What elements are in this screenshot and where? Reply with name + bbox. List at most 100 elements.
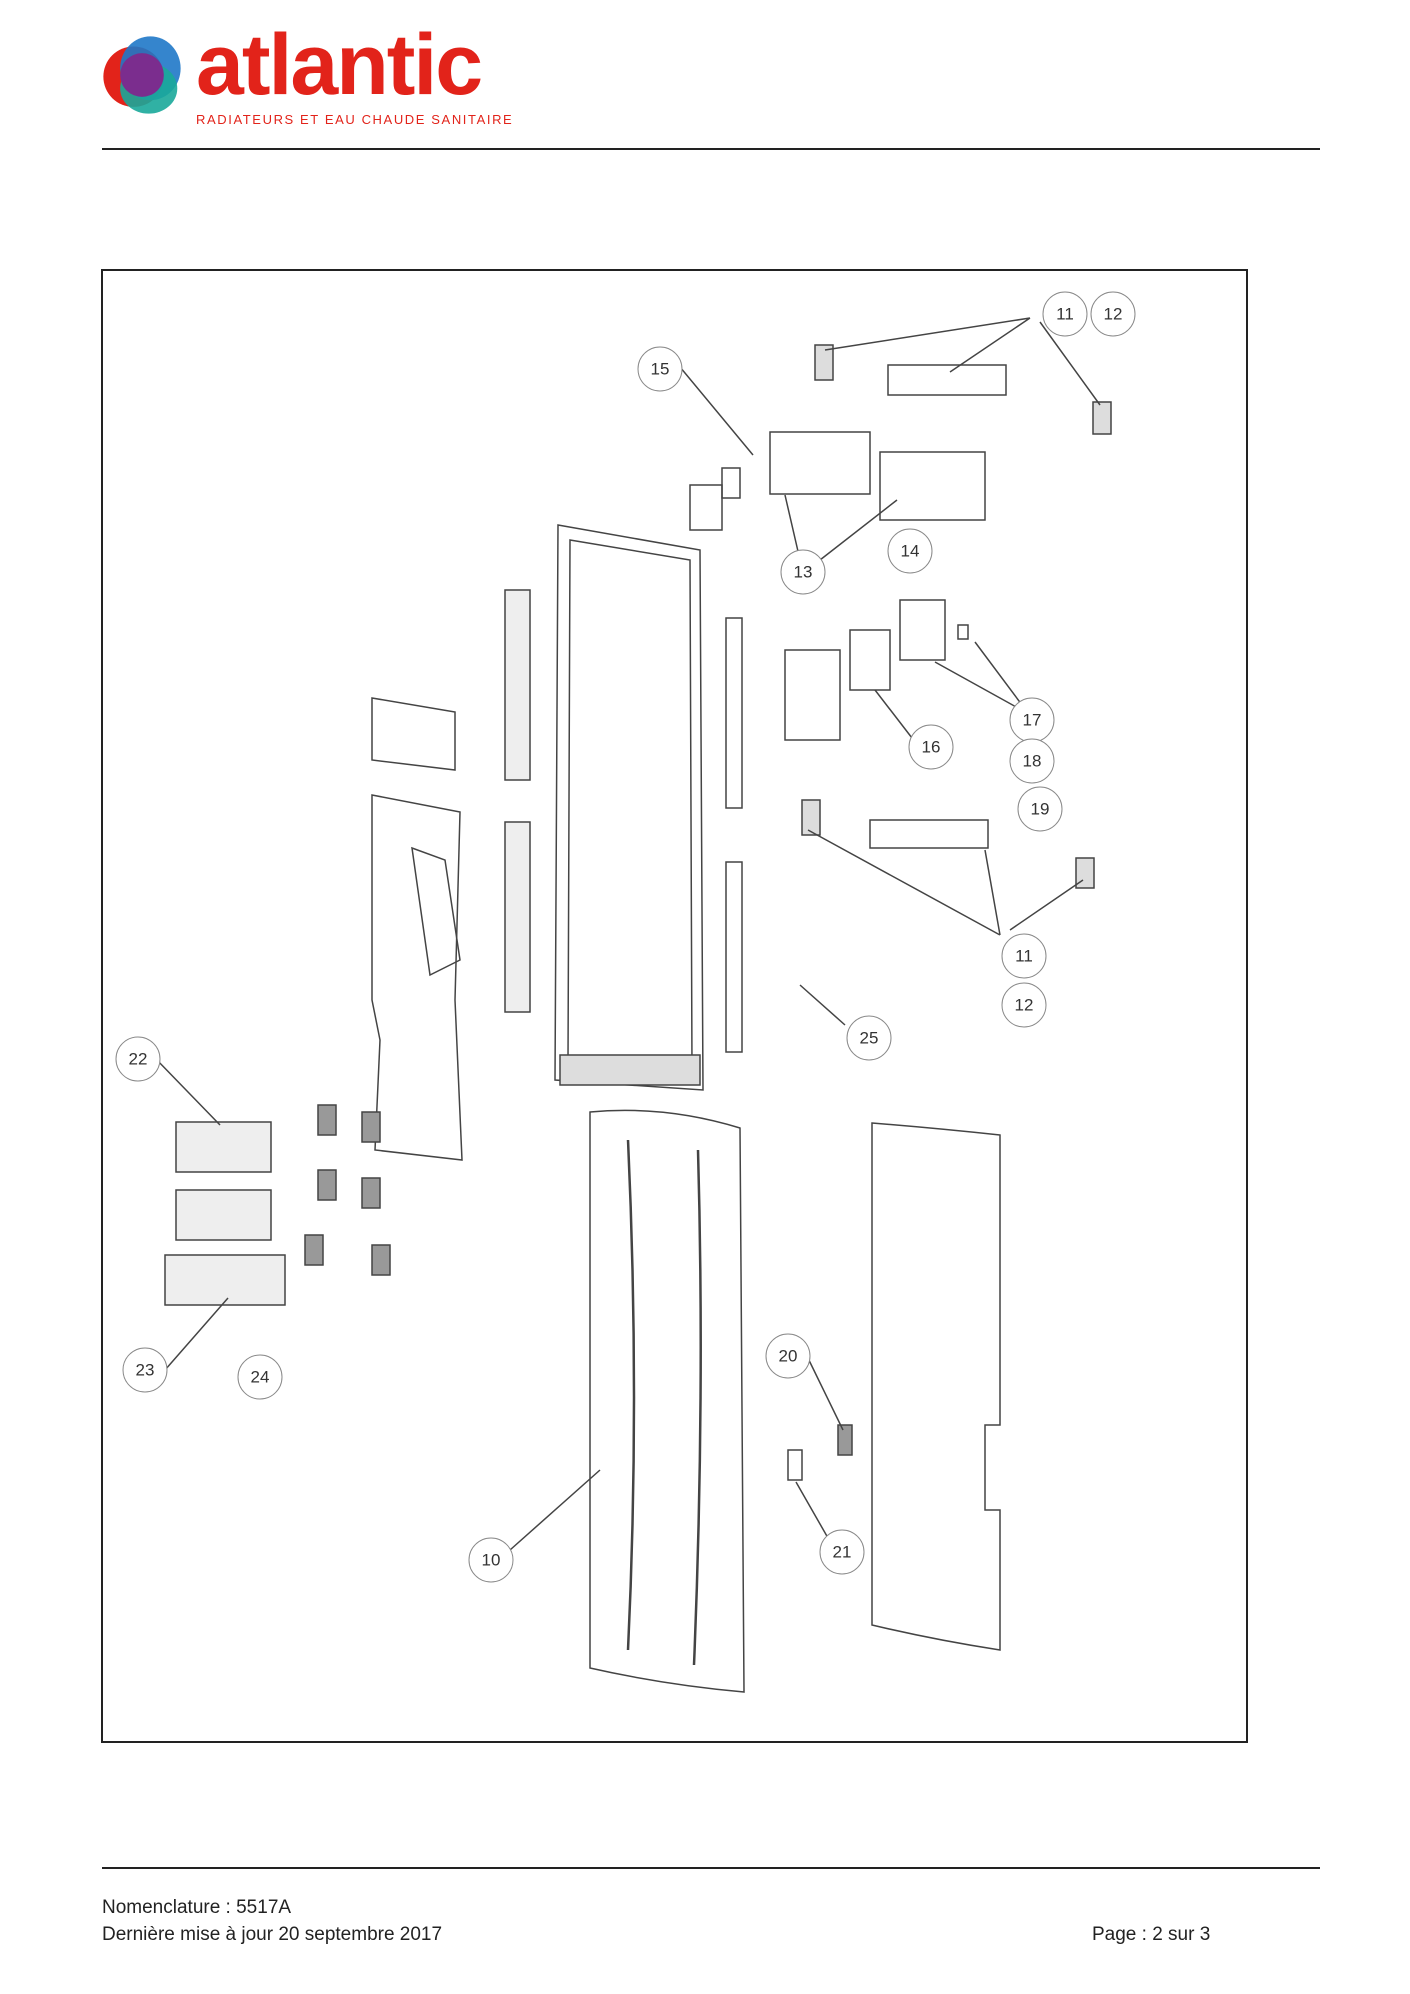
pcb-part (849, 629, 891, 691)
clip-part (1075, 857, 1095, 889)
callout-number: 20 (779, 1347, 798, 1366)
drawing-line (371, 1244, 391, 1276)
callout-number: 11 (1056, 305, 1074, 324)
callout: 10 (468, 1537, 514, 1583)
drawing-line (164, 1297, 229, 1371)
callout-number: 13 (794, 563, 813, 582)
callout-number: 18 (1023, 752, 1042, 771)
drawing-line (317, 1169, 337, 1201)
drawing-line (908, 724, 954, 770)
diagram-frame (101, 269, 1248, 1743)
sensor-part (787, 1449, 803, 1481)
brand-name: atlantic (196, 17, 483, 113)
callout: 21 (819, 1529, 865, 1575)
clip-part (801, 799, 821, 836)
drawing-line (1001, 933, 1047, 979)
drawing-line (1042, 291, 1088, 337)
rear-panel-part (871, 1122, 1001, 1651)
header-divider (102, 148, 1320, 150)
callout-number: 15 (651, 360, 670, 379)
foot-part (164, 1254, 286, 1306)
callout: 14 (887, 528, 933, 574)
callout: 24 (237, 1354, 283, 1400)
callout-number: 25 (860, 1029, 879, 1048)
drawing-line (122, 1347, 168, 1393)
callout: 25 (846, 1015, 892, 1061)
drawing-line (780, 549, 826, 595)
callout: 17 (1009, 697, 1055, 743)
callout-number: 23 (136, 1361, 155, 1380)
bracket-part (869, 819, 989, 849)
drawing-line (807, 829, 1084, 936)
drawing-line (957, 624, 969, 640)
drawing-line (637, 346, 683, 392)
callout: 15 (637, 346, 683, 392)
callouts: 11 12 15 13 14 17 18 19 16 11 12 25 22 2… (115, 291, 1136, 1583)
callout: 12 (1090, 291, 1136, 337)
callout: 12 (1001, 982, 1047, 1028)
callout: 22 (115, 1036, 161, 1082)
drawing-line (692, 1149, 702, 1666)
callout-number: 10 (482, 1551, 501, 1570)
support-plate-part (371, 794, 463, 1161)
nomenclature-label: Nomenclature : 5517A (102, 1897, 292, 1918)
clip-part (1092, 401, 1112, 435)
bracket-part (887, 364, 1007, 396)
brand-tagline: RADIATEURS ET EAU CHAUDE SANITAIRE (196, 112, 514, 127)
callout-number: 19 (1031, 800, 1050, 819)
drawing-line (304, 1234, 324, 1266)
frame-part (689, 484, 723, 531)
last-updated-label: Dernière mise à jour 20 septembre 2017 (102, 1924, 443, 1945)
drawing-line (411, 846, 461, 977)
clip-part (814, 344, 834, 381)
drawing-line (934, 641, 1023, 709)
foot-part (175, 1189, 272, 1241)
drawing-line (1090, 291, 1136, 337)
callout-number: 17 (1023, 711, 1042, 730)
callout-number: 21 (833, 1543, 852, 1562)
drawing-line (846, 1015, 892, 1061)
atlantic-logo-mark (103, 36, 181, 114)
callout: 13 (780, 549, 826, 595)
callout: 16 (908, 724, 954, 770)
drawing-line (795, 1481, 829, 1539)
rail-part (725, 617, 743, 809)
drawing-line (626, 1139, 636, 1651)
callout-number: 16 (922, 738, 941, 757)
callout-number: 14 (901, 542, 920, 561)
drawing-line (509, 1469, 601, 1551)
callout: 20 (765, 1333, 811, 1379)
pcb-part (899, 599, 946, 661)
drawing-line (887, 528, 933, 574)
drawing-line (1009, 738, 1055, 784)
drawing-line (819, 1529, 865, 1575)
support-plate-part (371, 697, 456, 771)
callout: 23 (122, 1347, 168, 1393)
drawing-line (874, 689, 913, 739)
page-number: Page : 2 sur 3 (1092, 1924, 1211, 1945)
callout-number: 12 (1015, 996, 1034, 1015)
drawing-line (824, 317, 1101, 406)
callout-number: 22 (129, 1050, 148, 1069)
drawing-line (154, 317, 1112, 1693)
drawing-line (799, 984, 846, 1026)
drawing-line (1001, 982, 1047, 1028)
drawing-line (1017, 786, 1063, 832)
foot-part (175, 1121, 272, 1173)
rail-part (504, 821, 531, 1013)
callout-number: 11 (1015, 947, 1033, 966)
drawing-line (721, 467, 741, 499)
drawing-line (154, 1057, 221, 1126)
callout: 11 (1001, 933, 1047, 979)
main-frame-part (554, 524, 704, 1091)
drawing-line (804, 1351, 844, 1431)
front-panel-part (589, 1109, 745, 1693)
drawing-line (361, 1111, 381, 1143)
footer-divider (102, 1867, 1320, 1869)
housing-part (879, 451, 986, 521)
drawing-line (361, 1177, 381, 1209)
drawing-line (115, 1036, 161, 1082)
pcb-part (784, 649, 841, 741)
callout-number: 12 (1104, 305, 1123, 324)
